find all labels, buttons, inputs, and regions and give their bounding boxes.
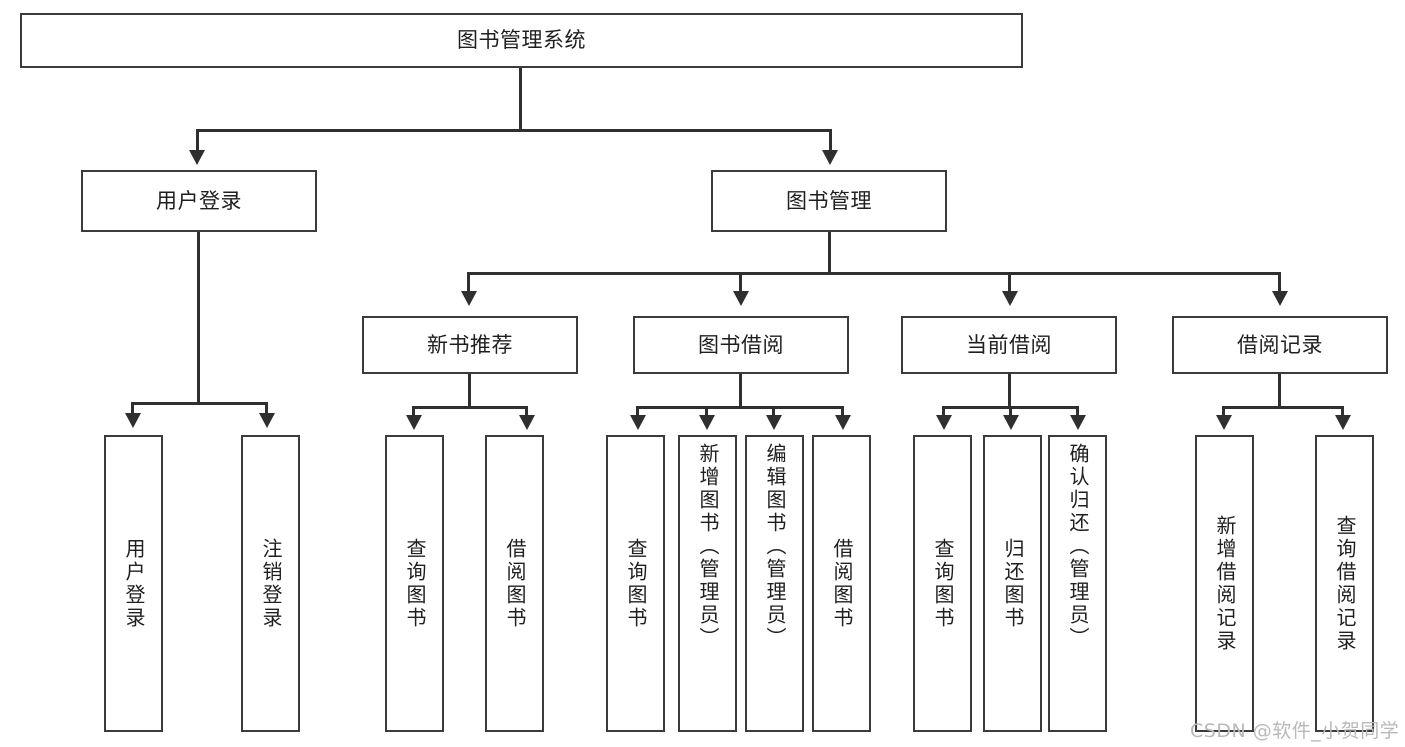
connector-records-stem bbox=[1278, 374, 1281, 408]
connector-currentborrow-drop-2 bbox=[1009, 406, 1012, 418]
arrowhead-leaf-logout bbox=[259, 413, 275, 428]
leaf-add-borrow-record[interactable]: 新增借阅记录 bbox=[1195, 435, 1254, 732]
connector-level3-bus bbox=[467, 272, 1281, 275]
leaf-label: 注销登录 bbox=[259, 537, 283, 630]
connector-newbook-drop-1 bbox=[412, 406, 415, 418]
arrowhead-to-user-login bbox=[189, 150, 205, 165]
connector-userlogin-bus bbox=[131, 402, 265, 405]
leaf-label: 确认归还（管理员） bbox=[1066, 443, 1090, 650]
connector-userlogin-drop-1 bbox=[131, 402, 134, 416]
arrowhead-leaf-confirm-return bbox=[1070, 415, 1086, 430]
arrowhead-leaf-add-record bbox=[1216, 415, 1232, 430]
arrowhead-leaf-borrow-book-1 bbox=[519, 415, 535, 430]
leaf-query-book-borrow[interactable]: 查询图书 bbox=[606, 435, 665, 732]
node-root-system[interactable]: 图书管理系统 bbox=[20, 13, 1023, 68]
connector-level3-drop-1 bbox=[467, 272, 470, 294]
leaf-label: 编辑图书（管理员） bbox=[763, 443, 787, 650]
connector-bookborrow-drop-2 bbox=[705, 406, 708, 418]
node-book-manage[interactable]: 图书管理 bbox=[711, 170, 947, 232]
node-book-borrow[interactable]: 图书借阅 bbox=[633, 316, 849, 374]
connector-bookborrow-drop-1 bbox=[636, 406, 639, 418]
leaf-query-book-newbook[interactable]: 查询图书 bbox=[385, 435, 444, 732]
connector-root-drop-1 bbox=[196, 129, 199, 153]
leaf-label: 新增图书（管理员） bbox=[696, 443, 720, 650]
connector-bookborrow-drop-3 bbox=[772, 406, 775, 418]
node-label: 图书管理系统 bbox=[457, 28, 586, 53]
connector-newbook-bus bbox=[412, 406, 528, 409]
connector-root-drop-2 bbox=[829, 129, 832, 153]
arrowhead-to-new-book bbox=[461, 291, 477, 306]
connector-newbook-stem bbox=[468, 374, 471, 408]
arrowhead-leaf-user-login bbox=[125, 413, 141, 428]
connector-userlogin-stem bbox=[197, 232, 200, 404]
arrowhead-leaf-query-record bbox=[1335, 415, 1351, 430]
connector-bookborrow-stem bbox=[739, 374, 742, 408]
arrowhead-leaf-borrow-book-2 bbox=[835, 415, 851, 430]
arrowhead-leaf-add-book bbox=[699, 415, 715, 430]
connector-newbook-drop-2 bbox=[525, 406, 528, 418]
leaf-borrow-book-borrow[interactable]: 借阅图书 bbox=[812, 435, 871, 732]
connector-bookborrow-drop-4 bbox=[841, 406, 844, 418]
connector-currentborrow-stem bbox=[1008, 374, 1011, 408]
arrowhead-leaf-edit-book bbox=[766, 415, 782, 430]
node-new-book-recommend[interactable]: 新书推荐 bbox=[362, 316, 578, 374]
connector-level3-drop-4 bbox=[1278, 272, 1281, 294]
arrowhead-leaf-query-book-1 bbox=[406, 415, 422, 430]
leaf-label: 查询借阅记录 bbox=[1333, 514, 1357, 653]
leaf-user-login[interactable]: 用户登录 bbox=[104, 435, 163, 732]
leaf-label: 借阅图书 bbox=[503, 537, 527, 630]
arrowhead-leaf-query-book-3 bbox=[936, 415, 952, 430]
leaf-label: 查询图书 bbox=[624, 537, 648, 630]
connector-records-bus bbox=[1222, 406, 1344, 409]
leaf-edit-book-admin[interactable]: 编辑图书（管理员） bbox=[745, 435, 804, 732]
connector-records-drop-1 bbox=[1222, 406, 1225, 418]
connector-currentborrow-drop-1 bbox=[942, 406, 945, 418]
arrowhead-leaf-return-book bbox=[1003, 415, 1019, 430]
connector-bookmanage-stem bbox=[828, 232, 831, 274]
leaf-query-book-current[interactable]: 查询图书 bbox=[913, 435, 972, 732]
node-label: 借阅记录 bbox=[1237, 332, 1323, 357]
connector-level3-drop-3 bbox=[1008, 272, 1011, 294]
node-label: 图书管理 bbox=[786, 188, 872, 213]
node-user-login[interactable]: 用户登录 bbox=[81, 170, 317, 232]
arrowhead-to-current-borrow bbox=[1002, 291, 1018, 306]
leaf-add-book-admin[interactable]: 新增图书（管理员） bbox=[678, 435, 737, 732]
leaf-return-book[interactable]: 归还图书 bbox=[983, 435, 1042, 732]
node-current-borrow[interactable]: 当前借阅 bbox=[901, 316, 1117, 374]
connector-level3-drop-2 bbox=[739, 272, 742, 294]
arrowhead-leaf-query-book-2 bbox=[630, 415, 646, 430]
arrowhead-to-book-manage bbox=[822, 150, 838, 165]
connector-records-drop-2 bbox=[1341, 406, 1344, 418]
leaf-label: 归还图书 bbox=[1001, 537, 1025, 630]
arrowhead-to-borrow-records bbox=[1272, 291, 1288, 306]
arrowhead-to-book-borrow bbox=[733, 291, 749, 306]
leaf-label: 新增借阅记录 bbox=[1213, 514, 1237, 653]
node-label: 用户登录 bbox=[156, 188, 242, 213]
node-label: 新书推荐 bbox=[427, 332, 513, 357]
connector-userlogin-drop-2 bbox=[265, 402, 268, 416]
connector-root-stem bbox=[519, 68, 522, 131]
leaf-logout[interactable]: 注销登录 bbox=[241, 435, 300, 732]
leaf-label: 查询图书 bbox=[403, 537, 427, 630]
leaf-label: 用户登录 bbox=[122, 537, 146, 630]
connector-currentborrow-drop-3 bbox=[1076, 406, 1079, 418]
node-label: 图书借阅 bbox=[698, 332, 784, 357]
leaf-confirm-return-admin[interactable]: 确认归还（管理员） bbox=[1048, 435, 1107, 732]
node-borrow-records[interactable]: 借阅记录 bbox=[1172, 316, 1388, 374]
leaf-query-borrow-record[interactable]: 查询借阅记录 bbox=[1315, 435, 1374, 732]
leaf-borrow-book-newbook[interactable]: 借阅图书 bbox=[485, 435, 544, 732]
node-label: 当前借阅 bbox=[966, 332, 1052, 357]
leaf-label: 借阅图书 bbox=[830, 537, 854, 630]
leaf-label: 查询图书 bbox=[931, 537, 955, 630]
connector-bookborrow-bus bbox=[636, 406, 844, 409]
connector-root-bus bbox=[196, 129, 832, 132]
